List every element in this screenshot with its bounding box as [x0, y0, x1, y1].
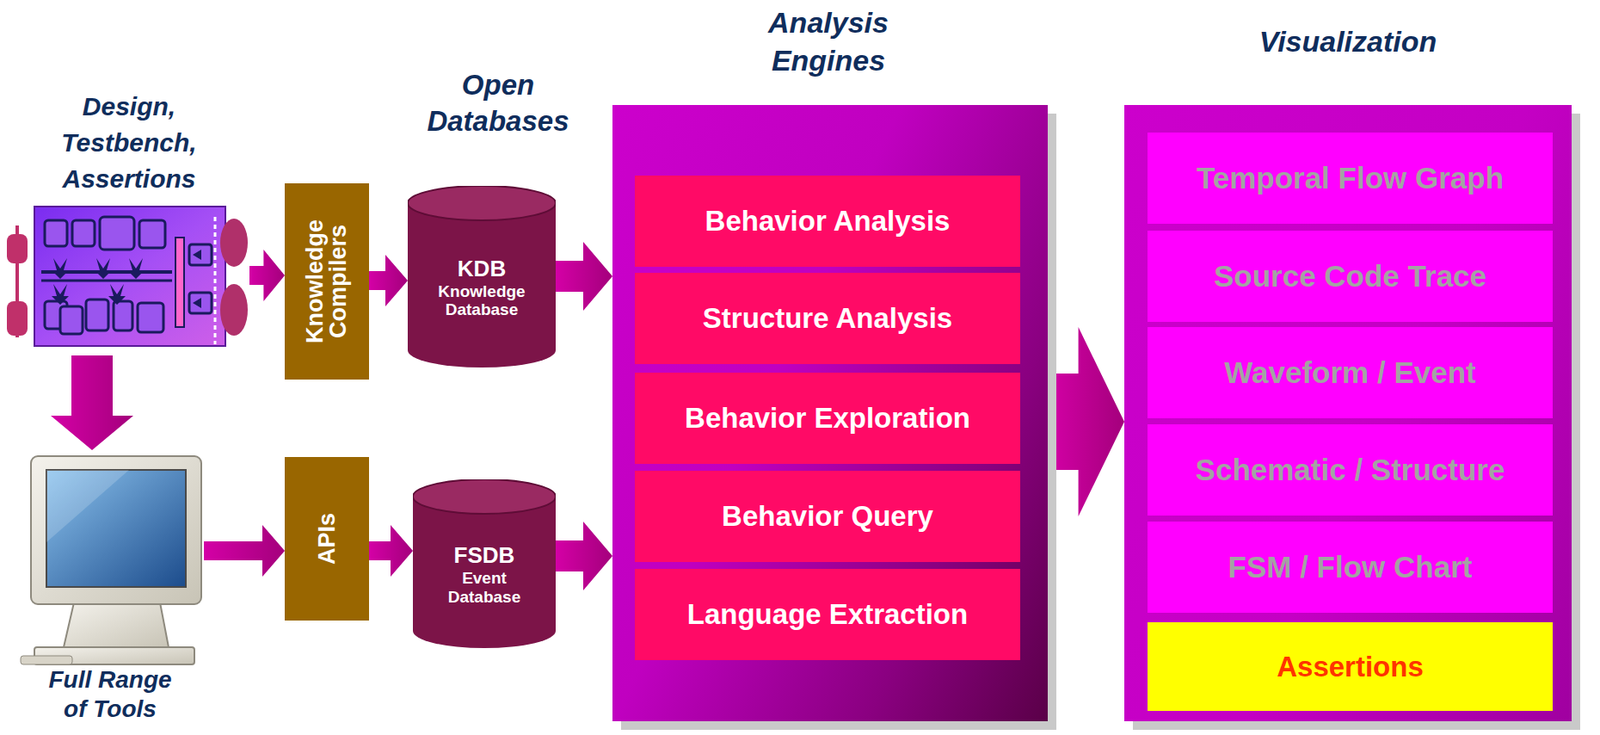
database-cylinder: FSDBEvent Database	[412, 479, 556, 648]
view-box: Source Code Trace	[1147, 230, 1553, 322]
heading-label: Full Range of Tools	[36, 664, 184, 724]
engine-box: Behavior Exploration	[634, 372, 1021, 464]
box-label: Behavior Query	[721, 499, 934, 533]
engines-panel: Analysis EnginesBehavior AnalysisStructu…	[612, 104, 1048, 721]
block-arrow	[203, 524, 285, 577]
view-box: Temporal Flow Graph	[1147, 132, 1553, 224]
database-label-group: KDBKnowledge Database	[407, 185, 556, 368]
engine-box: Behavior Query	[634, 470, 1021, 562]
box-label: Assertions	[1276, 650, 1424, 684]
heading-label: Design, Testbench, Assertions	[43, 88, 216, 197]
engine-box: Behavior Analysis	[634, 175, 1021, 267]
box-label: Structure Analysis	[702, 301, 953, 335]
database-label-group: FSDBEvent Database	[412, 479, 556, 648]
box-label: Behavior Analysis	[705, 204, 951, 238]
heading-label: Analysis Engines	[738, 3, 919, 80]
database-cylinder: KDBKnowledge Database	[407, 185, 556, 368]
block-arrow	[249, 249, 285, 302]
compiler-box: Knowledge Compilers	[284, 183, 370, 380]
engine-box: Structure Analysis	[634, 272, 1021, 364]
computer-illustration	[20, 455, 202, 665]
database-name: FSDB	[454, 542, 516, 569]
block-arrow	[50, 355, 134, 450]
box-label: Temporal Flow Graph	[1196, 160, 1504, 196]
database-description: Event Database	[433, 568, 536, 607]
block-arrow	[555, 521, 613, 591]
block-arrow	[369, 524, 413, 577]
design-illustration: Design, Testbench, Assertions	[10, 198, 250, 347]
view-box: FSM / Flow Chart	[1147, 521, 1553, 613]
database-description: Knowledge Database	[430, 282, 533, 320]
assertion-box: Assertions	[1147, 621, 1553, 711]
box-label: Source Code Trace	[1213, 258, 1487, 294]
database-name: KDB	[457, 256, 506, 283]
box-label: Schematic / Structure	[1195, 452, 1506, 487]
box-label: Waveform / Event	[1224, 355, 1476, 390]
box-label: APIs	[315, 456, 339, 621]
box-label: FSM / Flow Chart	[1228, 549, 1473, 585]
engine-box: Language Extraction	[634, 568, 1021, 660]
box-label: Behavior Exploration	[684, 401, 971, 435]
box-label: Knowledge Compilers	[303, 186, 351, 376]
block-arrow	[369, 254, 408, 307]
heading-label: Visualization	[1175, 22, 1520, 61]
api-box: APIs	[284, 456, 370, 621]
block-arrow	[555, 241, 613, 311]
block-arrow	[1047, 326, 1125, 517]
view-box: Schematic / Structure	[1147, 424, 1553, 516]
box-label: Language Extraction	[687, 597, 968, 631]
visualization-panel: VisualizationTemporal Flow GraphSource C…	[1124, 104, 1572, 721]
tools-illustration: Full Range of Tools	[20, 451, 204, 667]
section-label: Open Databases	[412, 67, 585, 140]
chip-illustration	[6, 206, 248, 346]
view-box: Waveform / Event	[1147, 326, 1553, 419]
